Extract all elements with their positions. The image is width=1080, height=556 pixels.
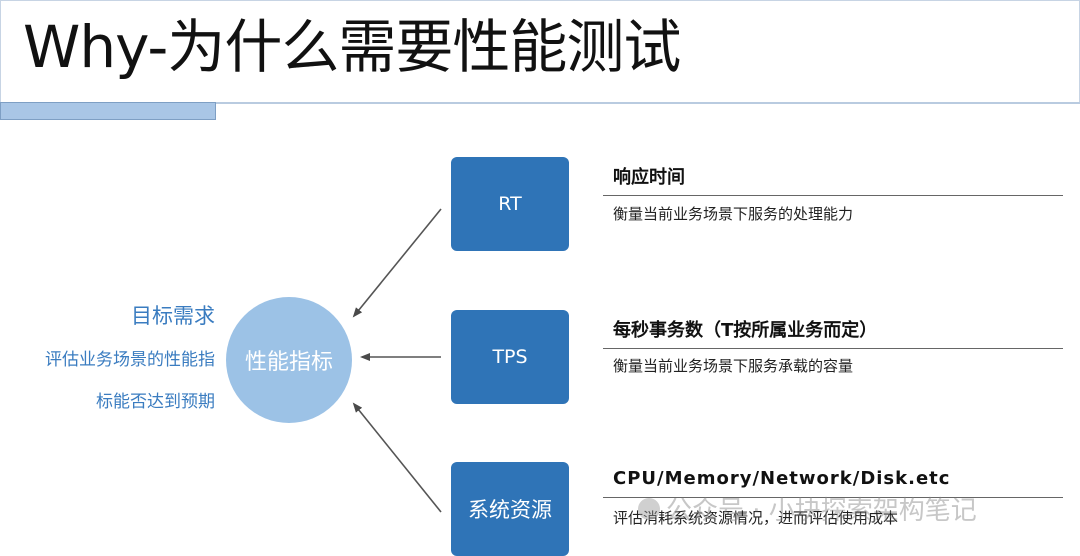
goal-heading: 目标需求: [131, 304, 215, 328]
tps-divider: [603, 348, 1063, 349]
tps-description: 衡量当前业务场景下服务承载的容量: [613, 357, 854, 375]
goal-text-line-2: 标能否达到预期: [96, 392, 215, 412]
rt-box: RT: [451, 157, 569, 251]
title-bar: Why-为什么需要性能测试: [0, 0, 1080, 103]
title-divider: [0, 102, 1080, 104]
resources-divider: [603, 497, 1063, 498]
resources-title: CPU/Memory/Network/Disk.etc: [613, 468, 951, 489]
rt-divider: [603, 195, 1063, 196]
arrow-resources-to-metrics: [352, 402, 442, 513]
tps-title: 每秒事务数（T按所属业务而定）: [613, 320, 878, 341]
watermark-text: 公众号 · 小块探索架构笔记: [666, 496, 977, 526]
tps-box: TPS: [451, 310, 569, 404]
performance-metrics-node: 性能指标: [226, 297, 352, 423]
resources-description: 评估消耗系统资源情况，进而评估使用成本: [613, 509, 899, 527]
performance-metrics-label: 性能指标: [244, 350, 333, 375]
goal-text-line-1: 评估业务场景的性能指: [45, 350, 215, 370]
rt-title: 响应时间: [613, 167, 685, 188]
title-accent-bar: [0, 102, 216, 120]
arrow-rt-to-metrics: [352, 208, 442, 318]
rt-description: 衡量当前业务场景下服务的处理能力: [613, 205, 854, 223]
system-resources-box: 系统资源: [451, 462, 569, 556]
slide-title: Why-为什么需要性能测试: [23, 13, 681, 81]
wechat-icon: [638, 497, 660, 520]
watermark: 公众号 · 小块探索架构笔记: [638, 490, 977, 527]
